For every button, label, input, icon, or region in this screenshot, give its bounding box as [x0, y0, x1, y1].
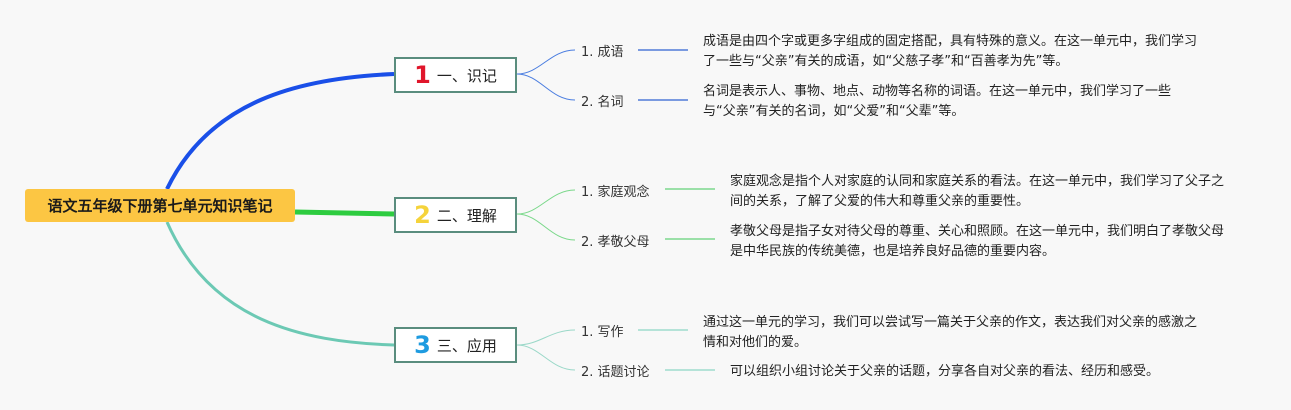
branch-label: 三、应用: [436, 336, 497, 355]
root-topic[interactable]: 语文五年级下册第七单元知识笔记: [25, 189, 295, 222]
desc-xiezuo[interactable]: 通过这一单元的学习，我们可以尝试写一篇关于父亲的作文，表达我们对父亲的感激之情和…: [703, 315, 1198, 350]
number-2-icon: 2: [414, 201, 431, 229]
desc-xiaojing-fumu[interactable]: 孝敬父母是指子女对待父母的尊重、关心和照顾。在这一单元中，我们明白了孝敬父母是中…: [730, 224, 1225, 259]
root-link-3: [165, 221, 395, 347]
sub-link-2-2: [516, 213, 576, 241]
sub-link-1-1: [516, 49, 576, 75]
desc-mingci[interactable]: 名词是表示人、事物、地点、动物等名称的词语。在这一单元中，我们学习了一些与“父亲…: [703, 84, 1172, 119]
sub-link-3-1: [516, 329, 576, 346]
branch-topic-1[interactable]: 1 一、识记: [394, 57, 517, 93]
root-title: 语文五年级下册第七单元知识笔记: [47, 197, 273, 215]
sub-link-3-2: [516, 344, 576, 371]
subtopic-huati-taolun[interactable]: 2. 话题讨论: [581, 365, 650, 380]
branch-label: 二、理解: [436, 206, 497, 225]
subtopic-xiezuo[interactable]: 1. 写作: [581, 325, 624, 340]
branch-topic-3[interactable]: 3 三、应用: [394, 327, 517, 363]
branch-topic-2[interactable]: 2 二、理解: [394, 197, 517, 233]
sub-link-1-2: [516, 73, 576, 101]
number-3-icon: 3: [414, 331, 431, 359]
root-link-1: [165, 72, 395, 190]
subtopic-chengyu[interactable]: 1. 成语: [581, 45, 624, 60]
number-1-icon: 1: [414, 61, 431, 89]
desc-jiating-guannian[interactable]: 家庭观念是指个人对家庭的认同和家庭关系的看法。在这一单元中，我们学习了父子之间的…: [730, 174, 1225, 209]
desc-chengyu[interactable]: 成语是由四个字或更多字组成的固定搭配，具有特殊的意义。在这一单元中，我们学习了一…: [703, 34, 1198, 69]
subtopic-jiating-guannian[interactable]: 1. 家庭观念: [581, 185, 650, 200]
subtopic-xiaojing-fumu[interactable]: 2. 孝敬父母: [581, 235, 650, 250]
root-link-2: [294, 209, 395, 217]
subtopic-mingci[interactable]: 2. 名词: [581, 95, 624, 110]
branch-label: 一、识记: [436, 66, 497, 85]
desc-huati-taolun[interactable]: 可以组织小组讨论关于父亲的话题，分享各自对父亲的看法、经历和感受。: [730, 364, 1160, 379]
sub-link-2-1: [516, 189, 576, 215]
